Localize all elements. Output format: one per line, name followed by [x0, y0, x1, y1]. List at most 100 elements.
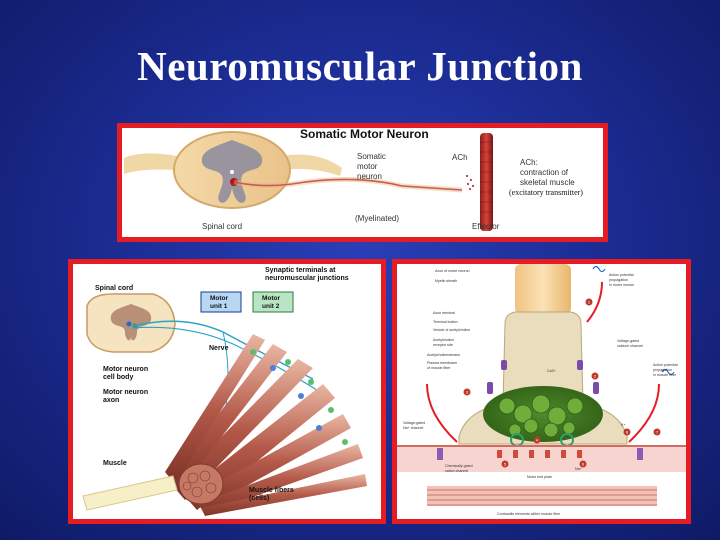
ap-muscle-label-1: Action potential — [653, 363, 678, 367]
motor-axon — [233, 178, 463, 191]
step-label-7: 7 — [656, 430, 659, 435]
step-badge-4 — [533, 436, 541, 444]
somatic-motor-neuron-panel: Somatic Motor Neuron Somatic motor neuro… — [117, 123, 608, 242]
chem-gated-label-2: cation channel — [445, 469, 468, 473]
step-badge-8 — [623, 428, 631, 436]
ach-effect-label-3: skeletal muscle — [520, 178, 575, 187]
myelin-sheath — [233, 176, 463, 193]
left-panel-heading-1: Synaptic terminals at — [265, 267, 336, 274]
step-badge-5 — [501, 460, 509, 468]
voltage-ca-label-2: calcium channel — [617, 344, 643, 348]
slide-title: Neuromuscular Junction — [137, 43, 583, 89]
motor-unit-2-label-2: unit 2 — [262, 303, 280, 310]
step-badge-1 — [585, 298, 593, 306]
axon-motor-label: Axon of motor neuron — [435, 269, 470, 273]
ap-wave-icon-2 — [661, 368, 675, 376]
step-badge-2 — [591, 372, 599, 380]
effector-label: Effector — [472, 222, 500, 231]
voltage-na-label-1: Voltage-gated — [403, 421, 425, 425]
calcium-channels — [487, 360, 599, 394]
step-label-5: 5 — [504, 462, 507, 467]
receptor-label-1: Acetylcholine — [433, 338, 454, 342]
top-panel-heading: Somatic Motor Neuron — [300, 128, 429, 141]
ap-wave-icon — [592, 265, 606, 273]
motor-unit-1-box — [200, 291, 242, 313]
axon-terminal-label: Axon terminal — [433, 311, 455, 315]
tendon — [82, 475, 178, 511]
gray-matter — [110, 304, 152, 341]
voltage-ca-label-1: Voltage-gated — [617, 339, 639, 343]
synaptic-terminals — [250, 349, 348, 445]
terminal-button-label: Terminal button — [433, 320, 458, 324]
acetylcholine-vesicles — [498, 394, 584, 438]
left-panel-heading-2: neuromuscular junctions — [265, 275, 349, 282]
motor-unit-2-label-1: Motor — [262, 295, 281, 302]
myelinated-label: (Myelinated) — [355, 214, 399, 223]
motor-unit-1-label-2: unit 1 — [210, 303, 228, 310]
ap-motor-label-3: in motor neuron — [609, 283, 634, 287]
voltage-gated-na-channels — [437, 448, 643, 460]
ach-effect-label-2: contraction of — [520, 168, 569, 177]
step-badge-6 — [579, 460, 587, 468]
muscle-fibers-label-1: Muscle fibers — [249, 487, 294, 494]
step-badge-7 — [653, 428, 661, 436]
ap-motor-label-1: Action potential — [609, 273, 634, 277]
excitatory-transmitter-note: (excitatory transmitter) — [509, 188, 583, 197]
step-label-1: 1 — [588, 300, 591, 305]
ion-k-label: K+ — [621, 423, 626, 427]
synaptic-terminals-blue — [270, 365, 322, 431]
somatic-neuron-illustration: Somatic Motor Neuron Somatic motor neuro… — [124, 128, 583, 231]
spinal-cord-label: Spinal cord — [202, 222, 242, 231]
neuron-cell-body — [126, 321, 132, 327]
step-label-6: 6 — [582, 462, 585, 467]
right-nerve-root — [282, 154, 342, 176]
contractile-elements — [427, 486, 657, 506]
junction-detail-illustration: 1 2 3 4 5 6 7 8 Ca2+ Na+ K+ Axon of moto… — [397, 264, 686, 516]
axon-label-1: Motor neuron — [103, 389, 148, 396]
esterase-label: Acetylcholinesterase — [427, 353, 460, 357]
voltage-na-label-2: Na+ channel — [403, 426, 423, 430]
ion-na-label: Na+ — [575, 467, 582, 471]
ap-arrow-left — [426, 383, 458, 443]
motor-unit-panel: Synaptic terminals at neuromuscular junc… — [68, 259, 386, 524]
nerve-label: Nerve — [209, 345, 229, 352]
step-badge-3 — [463, 388, 471, 396]
ach-release-dots — [466, 175, 474, 190]
ap-arrow-right — [628, 383, 660, 443]
ion-ca-label: Ca2+ — [547, 369, 556, 373]
cell-body-label-1: Motor neuron — [103, 366, 148, 373]
spinal-cord-label: Spinal cord — [95, 285, 133, 292]
step-label-3: 3 — [466, 390, 469, 395]
ap-muscle-label-3: in muscle fiber — [653, 373, 677, 377]
muscle-label: Muscle — [103, 460, 127, 467]
central-canal — [230, 170, 234, 174]
plasma-membrane-label-1: Plasma membrane — [427, 361, 457, 365]
somatic-motor-neuron-label-3: neuron — [357, 172, 382, 181]
motor-unit-illustration: Synaptic terminals at neuromuscular junc… — [82, 267, 367, 516]
terminal-vesicle-cluster — [483, 386, 603, 442]
chem-gated-label-1: Chemically gated — [445, 464, 473, 468]
motor-unit-2-box — [252, 291, 294, 313]
muscle-cross-section — [178, 463, 224, 505]
step-label-8: 8 — [626, 430, 629, 435]
ach-label: ACh — [452, 153, 468, 162]
cell-body-label-2: cell body — [103, 374, 133, 381]
step-label-4: 4 — [536, 438, 539, 443]
contractile-label: Contractile elements within muscle fiber — [497, 512, 561, 516]
motor-end-plate-label: Motor end plate — [527, 475, 552, 479]
ap-arrow-motor — [586, 281, 603, 323]
receptor-channels — [497, 450, 582, 458]
ap-motor-label-2: propagation — [609, 278, 628, 282]
muscle-fibers-label-2: (cells) — [249, 495, 269, 502]
ap-muscle-label-2: propagation — [653, 368, 672, 372]
motor-unit-1-label-1: Motor — [210, 295, 229, 302]
step-label-2: 2 — [594, 374, 597, 379]
somatic-motor-neuron-label-1: Somatic — [357, 152, 386, 161]
plasma-membrane-label-2: of muscle fiber — [427, 366, 451, 370]
somatic-motor-neuron-label-2: motor — [357, 162, 378, 171]
receptor-label-2: receptor site — [433, 343, 453, 347]
vesicle-label: Vesicle of acetylcholine — [433, 328, 470, 332]
junction-detail-panel: 1 2 3 4 5 6 7 8 Ca2+ Na+ K+ Axon of moto… — [392, 259, 691, 524]
axon-label-2: axon — [103, 397, 119, 404]
motor-axon — [515, 264, 571, 314]
